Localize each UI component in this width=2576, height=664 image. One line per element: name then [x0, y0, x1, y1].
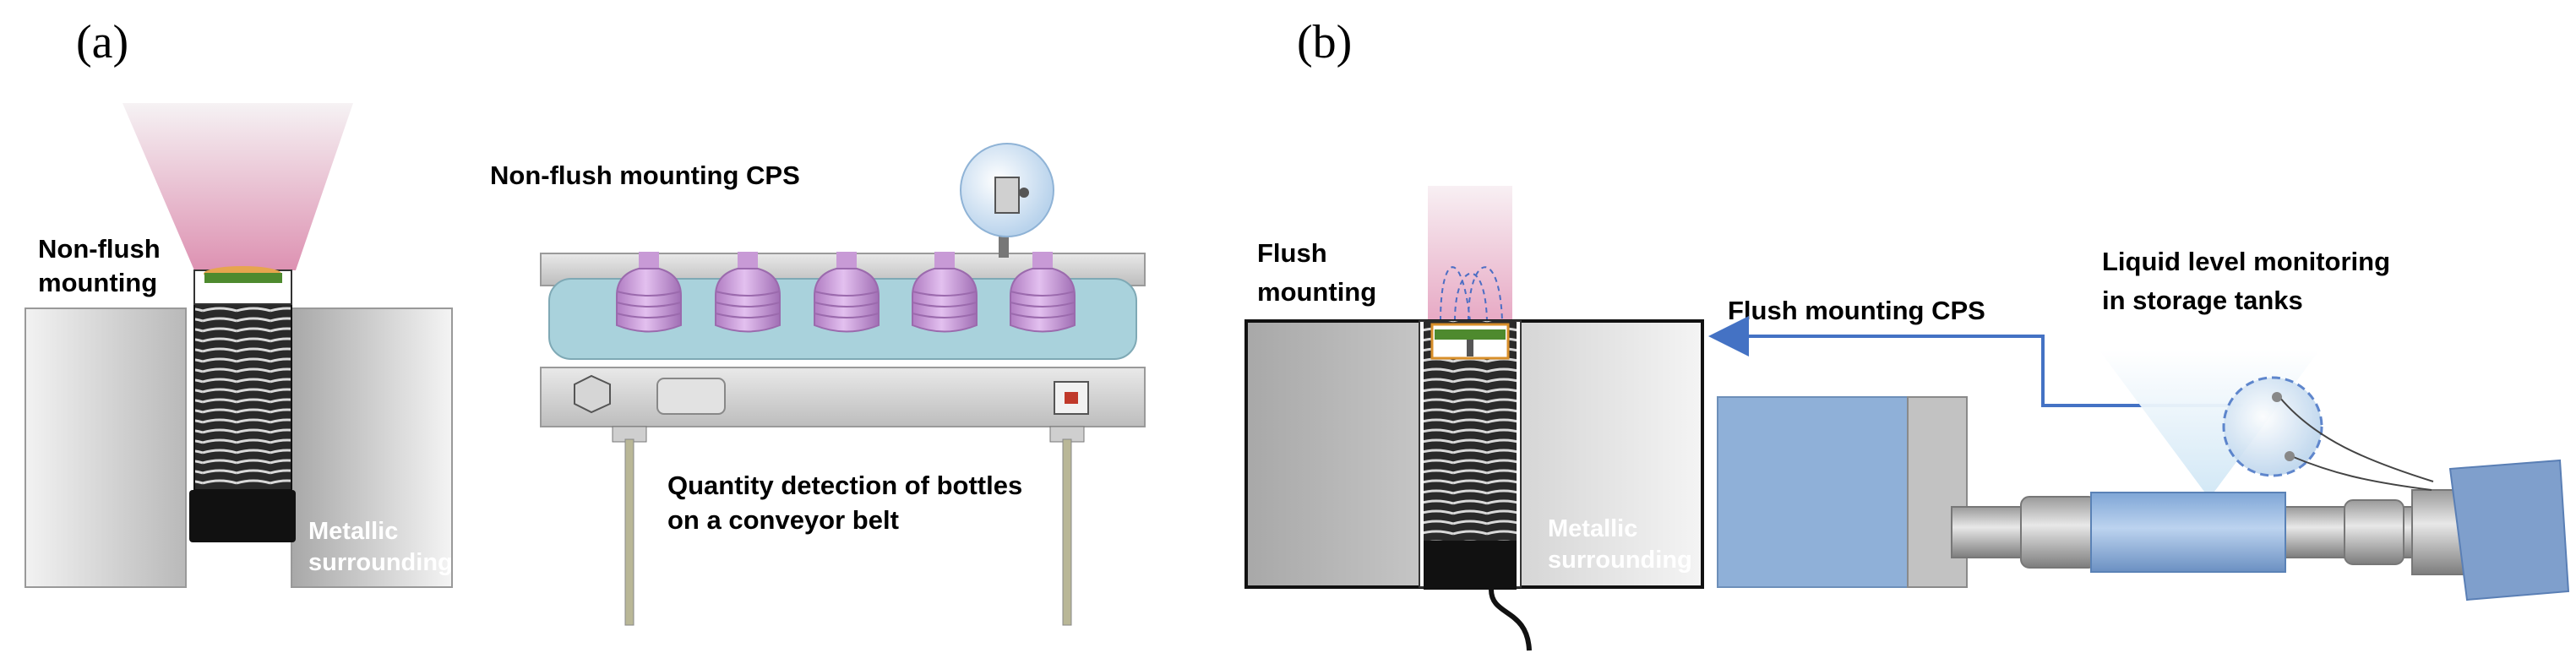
bottle-icon	[616, 252, 682, 333]
bottle-icon	[1010, 252, 1076, 333]
sensor-base	[189, 490, 296, 542]
coupling	[2020, 496, 2098, 569]
metal-block-left	[25, 308, 187, 588]
panel-a-label: (a)	[76, 16, 128, 68]
conveyor-frame	[540, 367, 1146, 427]
end-cap	[2448, 459, 2570, 601]
sensor-base-flush	[1424, 541, 1517, 590]
blue-pipe-section	[2090, 492, 2286, 573]
leg-left	[624, 438, 634, 626]
quantity-label-1: Quantity detection of bottles	[667, 471, 1022, 500]
metal-block-right	[291, 308, 453, 588]
hex-bolt	[574, 374, 611, 414]
bottle-icon	[814, 252, 880, 333]
switch-red	[1065, 392, 1078, 404]
sensor-bubble-icon	[2222, 376, 2323, 477]
non-flush-cps-label: Non-flush mounting CPS	[490, 161, 800, 190]
non-flush-label-1: Non-flush	[38, 234, 161, 264]
panel-a: (a) Non-flush mounting Metallic surround…	[25, 16, 1146, 626]
sensor-face-green	[204, 273, 282, 283]
flush-label-2: mounting	[1257, 277, 1376, 307]
metallic-label-1: Metallic	[308, 518, 398, 545]
liquid-level-label-1: Liquid level monitoring	[2102, 247, 2390, 276]
quantity-label-2: on a conveyor belt	[667, 505, 899, 535]
detection-field-cone	[123, 103, 353, 270]
sensor-cable	[1489, 589, 1532, 651]
metallic-label-b-1: Metallic	[1548, 515, 1637, 542]
coil-icon	[193, 269, 292, 491]
sensor-body	[994, 177, 1020, 214]
field-lines	[1440, 266, 1503, 322]
machine-plate	[1907, 396, 1968, 588]
metallic-label-b-2: surrounding	[1548, 547, 1692, 574]
panel-b-label: (b)	[1297, 16, 1352, 68]
flush-cps-label: Flush mounting CPS	[1728, 296, 1985, 325]
flush-label-1: Flush	[1257, 238, 1327, 268]
detection-field	[1428, 186, 1512, 325]
bottle-icon	[715, 252, 781, 333]
leg-right	[1062, 438, 1072, 626]
liquid-level-label-2: in storage tanks	[2102, 286, 2303, 315]
bottle-icon	[912, 252, 978, 333]
sensor-face-green	[1435, 329, 1506, 340]
metallic-label-2: surrounding	[308, 549, 453, 576]
motor	[656, 378, 726, 415]
coupling	[2344, 499, 2404, 565]
sensor-wires	[2279, 396, 2434, 491]
panel-b: (b) Flush mounting Metallic surrounding …	[1244, 16, 2570, 651]
machine-block	[1717, 396, 1921, 588]
non-flush-label-2: mounting	[38, 268, 157, 297]
